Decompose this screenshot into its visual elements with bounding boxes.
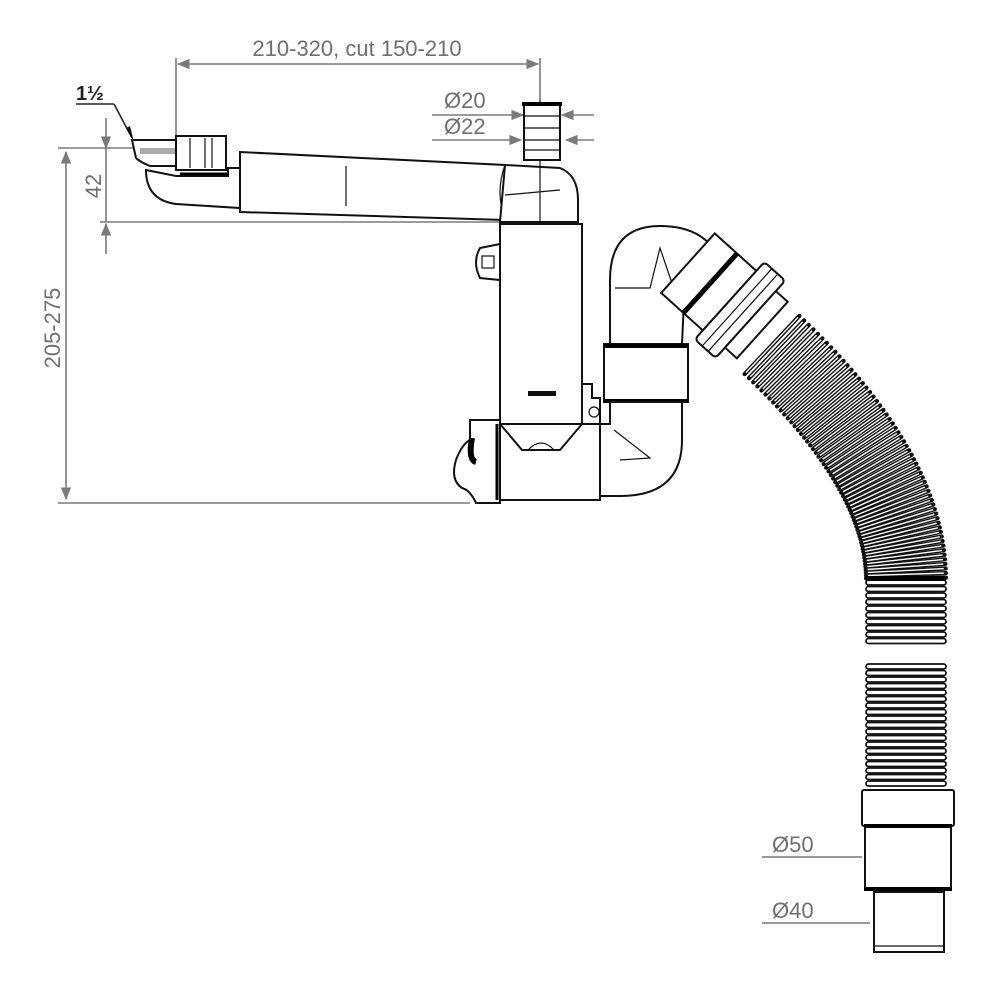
- horizontal-length-label: 210-320, cut 150-210: [252, 36, 461, 61]
- outlet-adapter: [861, 789, 955, 953]
- overflow-nipple: [522, 102, 562, 161]
- u-bend: [599, 224, 722, 497]
- telescopic-arm: [239, 100, 579, 223]
- overflow-inner-diameter-label: Ø20: [444, 88, 486, 113]
- dimension-overflow-diameters: Ø20 Ø22: [432, 88, 594, 146]
- outlet-outer-diameter-label: Ø50: [772, 832, 814, 857]
- inlet-connector: [130, 135, 241, 210]
- dimension-total-height: 205-275: [40, 147, 470, 504]
- dimension-inlet-thread: 1½: [76, 83, 134, 142]
- flexible-hose-straight: [865, 576, 947, 787]
- dimension-overflow-height: 42: [81, 118, 500, 254]
- hose-coupling: [659, 232, 790, 360]
- outlet-inner-diameter-label: Ø40: [772, 898, 814, 923]
- trap-body: [453, 223, 601, 504]
- flexible-hose: [742, 313, 949, 581]
- overflow-outer-diameter-label: Ø22: [444, 114, 486, 139]
- trap-marking: [528, 391, 556, 396]
- overflow-height-label: 42: [81, 174, 106, 198]
- inlet-thread-label: 1½: [76, 83, 104, 105]
- dimension-horizontal-length: 210-320, cut 150-210: [175, 36, 541, 150]
- total-height-label: 205-275: [40, 288, 65, 369]
